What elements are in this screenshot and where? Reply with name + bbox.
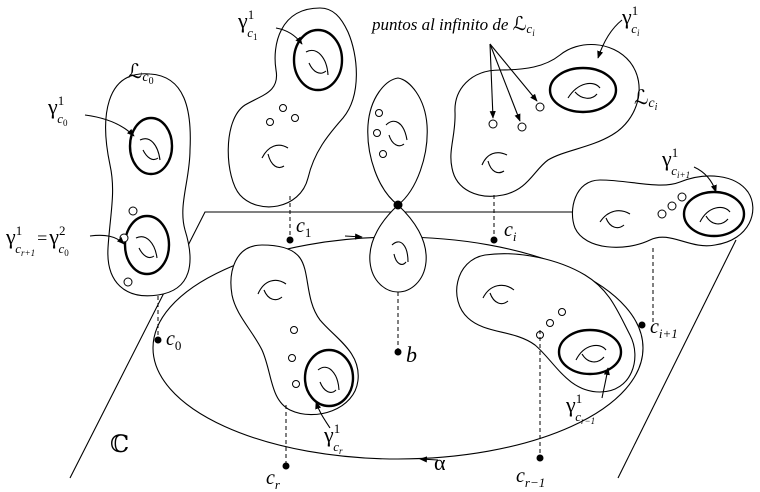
pinch-point [393,200,403,210]
point-cr [282,462,290,470]
loop-arrow-top [344,233,363,240]
infinity-point-1 [488,119,498,129]
label-ci: ci [504,219,517,244]
point-c0 [154,336,162,344]
surface-Lcr1 [456,253,636,393]
loop-arrow-bottom [419,456,439,463]
point-ci [490,236,498,244]
surface-Lc0 [105,73,191,297]
label-Lc0: ℒc0 [128,61,154,87]
projection-lines [157,195,654,466]
point-b [394,348,402,356]
label-c1: c1 [296,215,311,240]
cycle-gamma-c0 [128,116,174,176]
label-cr1: cr−1 [516,465,545,490]
cycle-gamma-ci [548,66,618,114]
label-cr: cr [266,467,281,492]
infinity-note: puntos al infinito de ℒci [371,14,535,38]
surface-Lcr [230,244,359,416]
cycle-gamma-cr [303,348,355,408]
complex-plane [69,211,737,479]
point-c1 [286,236,294,244]
cycle-gamma-c0-2 [123,214,171,276]
labels: ℂ α b c0 c1 ci ci+1 cr−1 cr ℒc0 ℒci punt… [5,3,690,492]
infinity-point-2 [517,122,527,132]
plane-label: ℂ [110,432,129,458]
infinity-point-3 [535,102,545,112]
cycle-gamma-cr1 [557,328,623,376]
label-ci1: ci+1 [650,316,678,341]
surface-Lci1 [571,175,754,248]
base-points [154,236,646,470]
surface-Lb [367,77,428,293]
surface-Lc1 [227,7,357,208]
label-Lci: ℒci [634,87,658,113]
point-ci1 [638,321,646,329]
plane-back-edge [69,211,735,479]
point-cr1 [536,454,544,462]
surface-Lci [450,44,640,197]
label-arrows [84,19,717,429]
cycle-gamma-c1 [292,28,344,92]
label-b: b [406,342,417,367]
label-c0: c0 [166,328,181,353]
loop-label: α [434,450,446,475]
plane-right-edge [617,239,737,479]
